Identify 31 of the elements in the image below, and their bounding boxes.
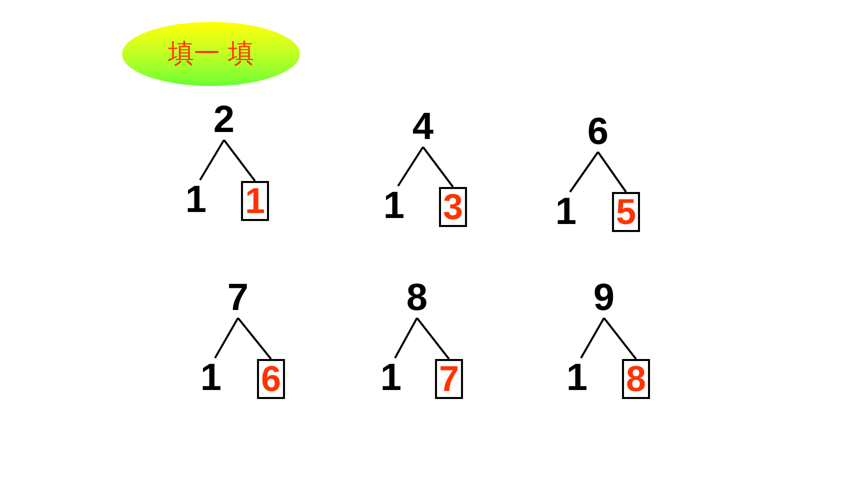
title-ellipse: 填一 填: [122, 22, 300, 86]
answer-box: 1: [241, 181, 269, 221]
connector-line: [422, 146, 454, 188]
connector-line: [237, 317, 272, 360]
whole-number: 4: [409, 107, 437, 147]
part-number: 1: [563, 358, 591, 398]
answer-box: 8: [622, 359, 650, 399]
answer-box: 7: [435, 359, 463, 399]
answer-box: 6: [257, 359, 285, 399]
whole-number: 7: [224, 278, 252, 318]
whole-number: 8: [403, 278, 431, 318]
answer-box: 5: [612, 192, 640, 232]
connector-line: [214, 318, 239, 358]
part-number: 1: [182, 180, 210, 220]
part-number: 1: [197, 358, 225, 398]
part-number: 1: [380, 186, 408, 226]
connector-line: [580, 318, 605, 358]
part-number: 1: [552, 192, 580, 232]
connector-line: [569, 151, 599, 193]
whole-number: 6: [584, 112, 612, 152]
connector-line: [394, 318, 418, 358]
connector-line: [603, 317, 637, 360]
connector-line: [397, 146, 424, 187]
part-number: 1: [377, 358, 405, 398]
connector-line: [597, 151, 627, 193]
connector-line: [199, 139, 225, 181]
answer-box: 3: [439, 187, 467, 227]
connector-line: [223, 139, 256, 182]
connector-line: [416, 317, 450, 360]
whole-number: 2: [210, 100, 238, 140]
whole-number: 9: [590, 278, 618, 318]
